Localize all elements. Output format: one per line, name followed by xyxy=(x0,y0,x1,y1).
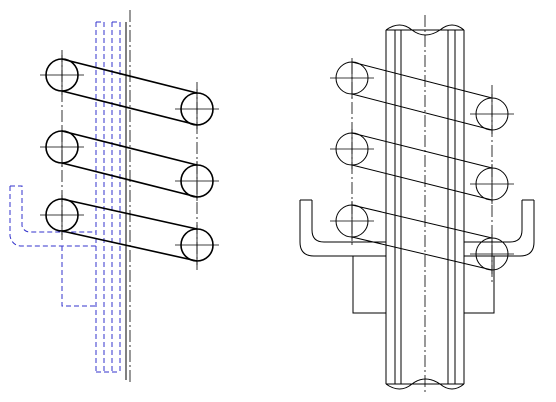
left-hidden-lines xyxy=(9,21,121,373)
right-bracket xyxy=(299,199,535,314)
right-coil-wires xyxy=(351,61,493,271)
left-view xyxy=(9,10,219,385)
right-view xyxy=(299,15,535,395)
right-crosshairs xyxy=(330,58,514,274)
left-crosshairs xyxy=(40,55,219,265)
left-coil-wires xyxy=(61,58,198,262)
left-wire-sections xyxy=(45,58,214,262)
